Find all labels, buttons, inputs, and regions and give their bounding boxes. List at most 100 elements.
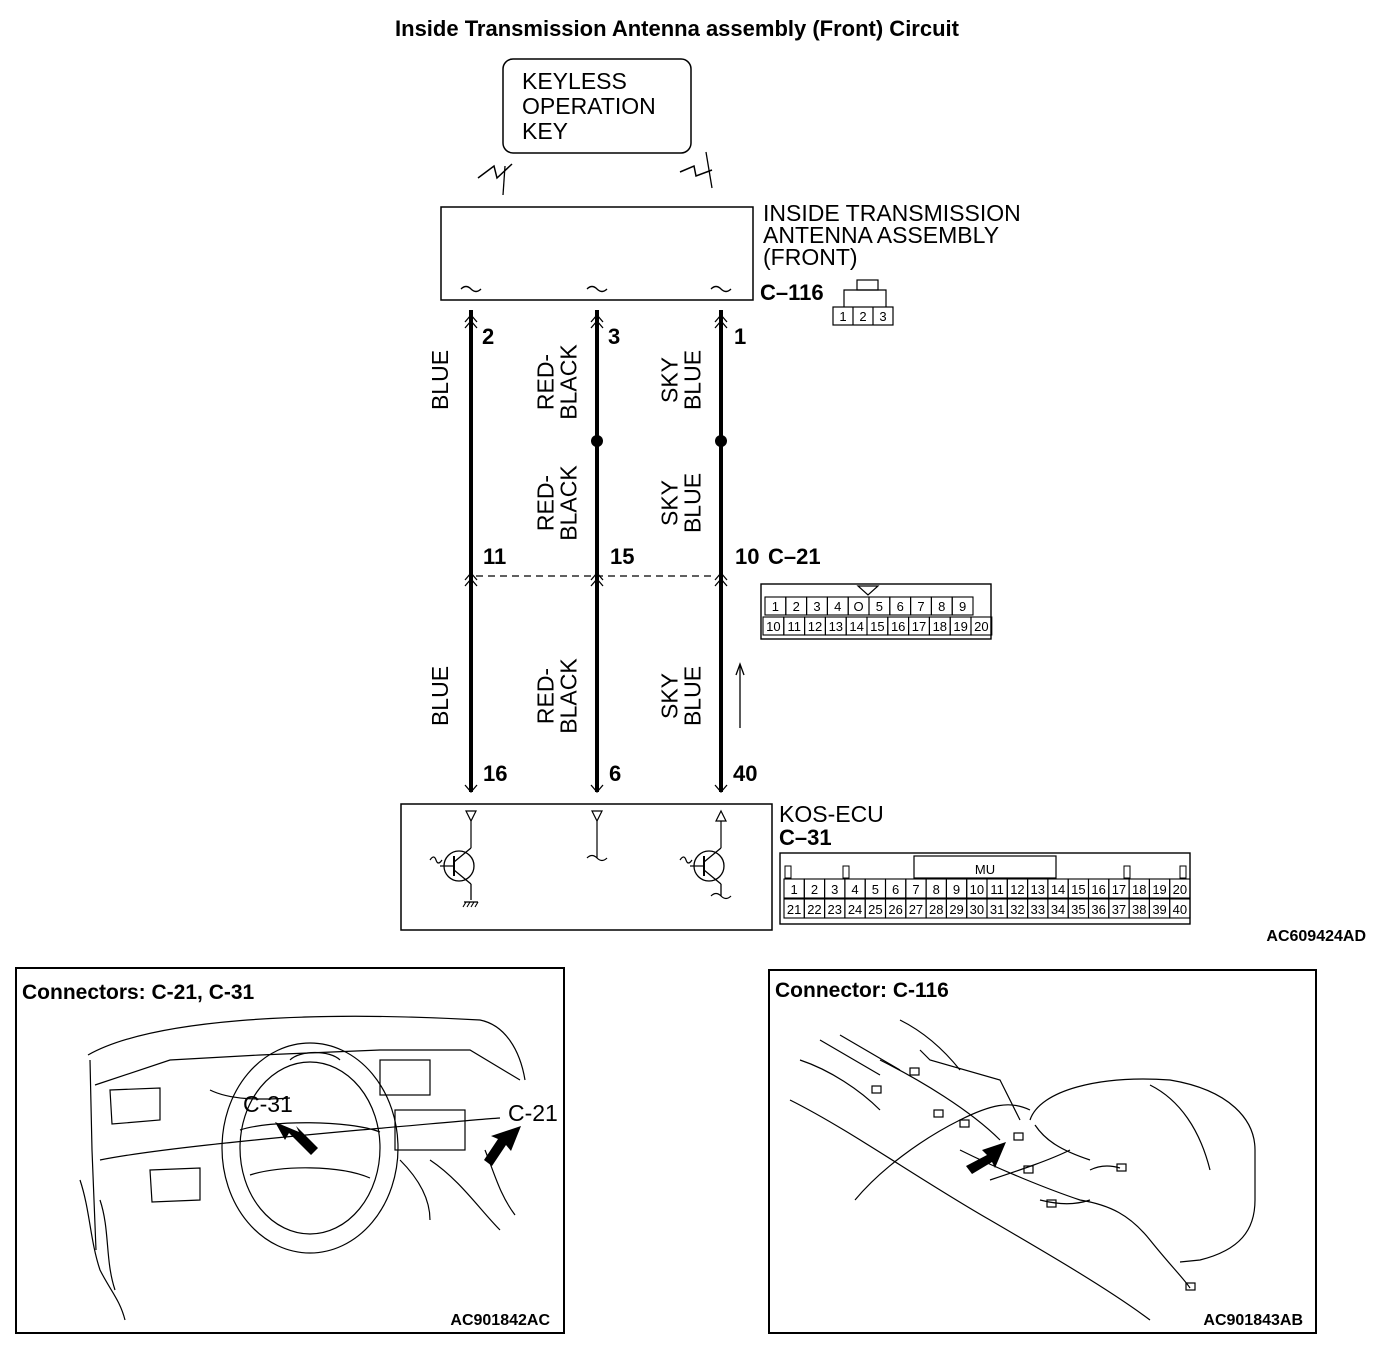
c21-pin-label: 7: [917, 599, 924, 614]
antenna-connector-id: C–116: [760, 280, 824, 305]
pin-40: 40: [733, 761, 757, 786]
c21-pin-label: 17: [912, 619, 926, 634]
c21-pin-label: O: [854, 599, 864, 614]
c31-pin-label: 25: [868, 902, 882, 917]
c21-pin-label: 16: [891, 619, 905, 634]
c31-pin-label: 29: [949, 902, 963, 917]
radio-signal-icon: [477, 151, 713, 196]
wire-red-black: [590, 310, 604, 793]
c21-pin-label: 20: [974, 619, 988, 634]
c31-tab-label: MU: [975, 862, 995, 877]
dashboard-illustration: [79, 1015, 526, 1321]
c21-pin-label: 10: [766, 619, 780, 634]
wire-color-blue-upper: BLUE: [427, 350, 453, 410]
c31-pin-label: 19: [1152, 882, 1166, 897]
ground-icon: [462, 901, 479, 908]
panel-right-code: AC901843AB: [1203, 1312, 1303, 1329]
pin-3: 3: [608, 324, 620, 349]
c21-pin-label: 18: [933, 619, 947, 634]
wire-color-sky-blue-upper: SKYBLUE: [657, 350, 706, 410]
key-label-line-3: KEY: [522, 118, 568, 144]
callout-c21: C-21: [508, 1100, 558, 1126]
c31-pin-label: 36: [1091, 902, 1105, 917]
wire-color-red-black-middle: RED-BLACK: [533, 465, 582, 541]
c31-pin-label: 9: [953, 882, 960, 897]
wire-sky-blue: [714, 310, 728, 793]
c31-pin-label: 23: [828, 902, 842, 917]
ecu-connector-id: C–31: [779, 825, 832, 850]
c31-pin-label: 24: [848, 902, 862, 917]
c31-pin-label: 30: [970, 902, 984, 917]
c31-pin-label: 28: [929, 902, 943, 917]
pin-11: 11: [483, 544, 506, 569]
diagram-code: AC609424AD: [1266, 928, 1366, 945]
c116-connector-face: 1 2 3: [832, 279, 894, 326]
transistor-icon: [679, 847, 732, 900]
c31-pin-label: 21: [787, 902, 801, 917]
c31-pin-label: 12: [1010, 882, 1024, 897]
c31-pin-label: 16: [1091, 882, 1105, 897]
pin-1: 1: [734, 324, 746, 349]
c21-pin-label: 9: [959, 599, 966, 614]
callout-arrow-c31-icon: [275, 1122, 318, 1155]
c31-pin-label: 37: [1112, 902, 1126, 917]
c21-pin-label: 5: [876, 599, 883, 614]
c31-pin-label: 35: [1071, 902, 1085, 917]
c31-pin-label: 34: [1051, 902, 1065, 917]
panel-connector-c116: Connector: C-116: [768, 969, 1317, 1334]
c21-pin-label: 6: [897, 599, 904, 614]
c31-cell: [1169, 878, 1191, 899]
c31-pin-label: 17: [1112, 882, 1126, 897]
panel-left-code: AC901842AC: [450, 1312, 550, 1329]
diagram-title: Inside Transmission Antenna assembly (Fr…: [395, 16, 960, 41]
c31-pin-label: 3: [831, 882, 838, 897]
c31-pin-label: 31: [990, 902, 1004, 917]
console-illustration: [789, 1019, 1256, 1321]
c31-pin-label: 15: [1071, 882, 1085, 897]
c31-pin-label: 4: [851, 882, 858, 897]
wire-color-blue-lower: BLUE: [427, 666, 453, 726]
c21-pin-label: 4: [834, 599, 841, 614]
c31-pin-label: 22: [807, 902, 821, 917]
wire-color-sky-blue-middle: SKYBLUE: [657, 473, 706, 533]
c21-pin-label: 15: [870, 619, 884, 634]
c31-pin-label: 11: [990, 882, 1004, 897]
c31-pin-label: 13: [1031, 882, 1045, 897]
c21-pin-label: 8: [938, 599, 945, 614]
callout-arrow-c21-icon: [484, 1126, 521, 1166]
c31-pin-label: 5: [872, 882, 879, 897]
pin-6: 6: [609, 761, 621, 786]
c31-pin-label: 18: [1132, 882, 1146, 897]
panel-connectors-c21-c31: Connectors: C-21, C-31 C-31 C-21 AC: [15, 967, 565, 1334]
c31-pin-label: 2: [811, 882, 818, 897]
c116-pin-1: 1: [839, 309, 846, 324]
c31-pin-label: 6: [892, 882, 899, 897]
c21-cell: [951, 596, 974, 616]
c116-pin-3: 3: [879, 309, 886, 324]
c31-pin-label: 26: [888, 902, 902, 917]
c31-pin-label: 8: [933, 882, 940, 897]
c31-pin-label: 1: [791, 882, 798, 897]
antenna-label-line-3: (FRONT): [763, 244, 858, 270]
c21-pin-label: 3: [813, 599, 820, 614]
wire-color-sky-blue-lower: SKYBLUE: [657, 666, 706, 726]
c21-pin-label: 11: [787, 619, 801, 634]
c31-pin-label: 10: [970, 882, 984, 897]
c31-pin-label: 20: [1173, 882, 1187, 897]
panel-right-title: Connector: C-116: [775, 979, 949, 1002]
callout-c31: C-31: [243, 1091, 293, 1117]
wire-color-red-black-upper: RED-BLACK: [533, 344, 582, 420]
antenna-label-line-2: ANTENNA ASSEMBLY: [763, 222, 999, 248]
c31-pin-label: 38: [1132, 902, 1146, 917]
c31-pin-label: 40: [1173, 902, 1187, 917]
antenna-assembly: [440, 206, 754, 301]
callout-arrow-c116-icon: [966, 1142, 1006, 1174]
c21-cell: [970, 616, 993, 636]
c31-pin-label: 32: [1010, 902, 1024, 917]
kos-ecu: [400, 803, 773, 931]
c21-pin-label: 2: [793, 599, 800, 614]
c31-pin-label: 14: [1051, 882, 1065, 897]
c21-pin-label: 13: [829, 619, 843, 634]
